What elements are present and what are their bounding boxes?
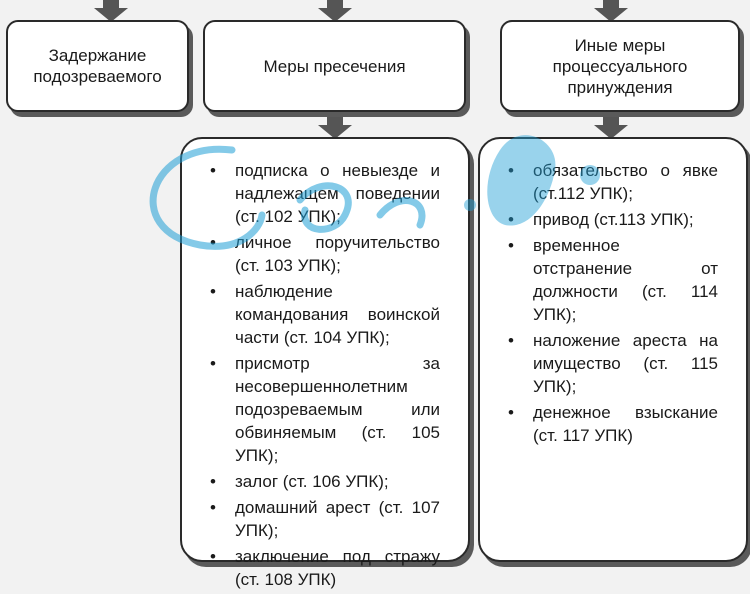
- connectors: [94, 0, 628, 139]
- arrowhead-other-to-list: [594, 125, 628, 139]
- list-item: привод (ст.113 УПК);: [500, 208, 718, 231]
- list-item: денежное взыскание (ст. 117 УПК): [500, 401, 718, 447]
- list-item: личное поручительство (ст. 103 УПК);: [202, 231, 440, 277]
- diagram: Задержание подозреваемого Меры пресечени…: [0, 0, 750, 561]
- arrow-preventive-to-list: [327, 112, 343, 127]
- preventive-measures-box: Меры пресечения: [203, 20, 466, 112]
- preventive-measures-list: подписка о невыезде и надлежащем поведен…: [202, 159, 440, 594]
- list-item: обязательство о явке (ст.112 УПК);: [500, 159, 718, 205]
- list-item: залог (ст. 106 УПК);: [202, 470, 440, 493]
- other-measures-title: Иные меры процессуального принуждения: [552, 35, 688, 97]
- detention-box: Задержание подозреваемого: [6, 20, 189, 112]
- arrowhead-preventive-to-list: [318, 125, 352, 139]
- list-item: присмотр за несовершеннолетним подозрева…: [202, 352, 440, 467]
- arrow-to-other: [603, 0, 619, 10]
- arrowhead-to-detention: [94, 8, 128, 22]
- detention-title: Задержание подозреваемого: [33, 46, 162, 86]
- other-measures-list-box: обязательство о явке (ст.112 УПК); приво…: [478, 137, 748, 562]
- preventive-measures-list-box: подписка о невыезде и надлежащем поведен…: [180, 137, 470, 589]
- arrow-other-to-list: [603, 112, 619, 127]
- other-measures-box: Иные меры процессуального принуждения: [500, 20, 740, 112]
- list-item: временное отстранение от должности (ст. …: [500, 234, 718, 326]
- list-item: наблюдение командования воинской части (…: [202, 280, 440, 349]
- list-item: подписка о невыезде и надлежащем поведен…: [202, 159, 440, 228]
- arrowhead-to-preventive: [318, 8, 352, 22]
- list-item: домашний арест (ст. 107 УПК);: [202, 496, 440, 542]
- list-item: заключение под стражу (ст. 108 УПК): [202, 545, 440, 591]
- preventive-measures-title: Меры пресечения: [263, 56, 406, 76]
- arrow-to-preventive: [327, 0, 343, 10]
- other-measures-list: обязательство о явке (ст.112 УПК); приво…: [500, 159, 718, 450]
- list-item: наложение ареста на имущество (ст. 115 У…: [500, 329, 718, 398]
- arrowhead-to-other: [594, 8, 628, 22]
- arrow-to-detention: [103, 0, 119, 10]
